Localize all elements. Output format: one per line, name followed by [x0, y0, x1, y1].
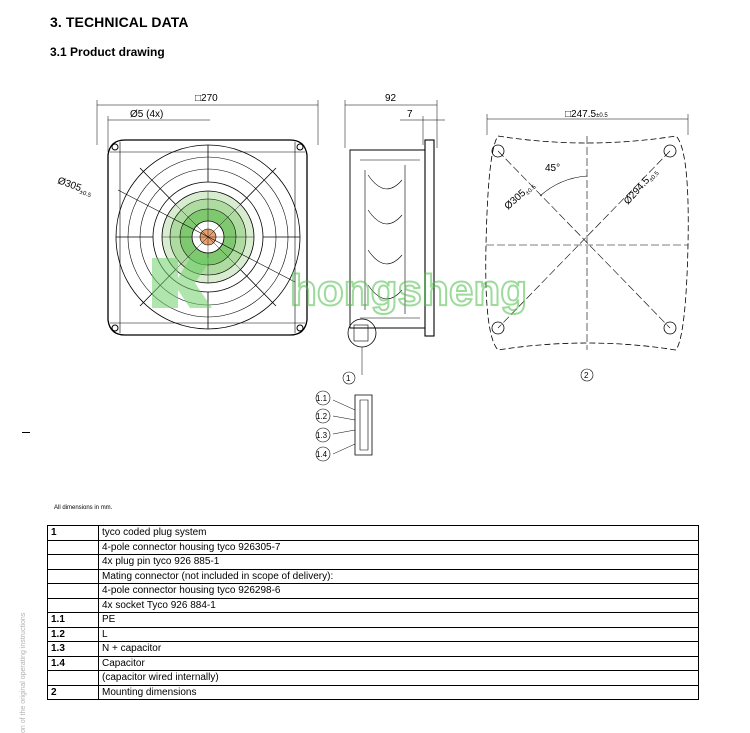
dim-mount-diam2: Ø294.5±0.5 — [622, 166, 661, 208]
dim-270: □270 — [195, 93, 218, 104]
subsection-title: 3.1 Product drawing — [50, 45, 165, 59]
table-row: 4x socket Tyco 926 884-1 — [47, 597, 699, 613]
table-row: 4x plug pin tyco 926 885-1 — [47, 554, 699, 570]
dim-92: 92 — [385, 93, 397, 104]
product-drawing: □270 Ø5 (4x) Ø305±0.5 92 7 1 1.1 1.2 1.3… — [56, 93, 689, 462]
table-row: 4-pole connector housing tyco 926305-7 — [47, 539, 699, 555]
watermark: hongsheng — [152, 258, 528, 316]
dimensions-note: All dimensions in mm. — [54, 505, 113, 511]
dim-diameter: Ø305±0.5 — [56, 175, 95, 199]
section-title: 3. TECHNICAL DATA — [50, 14, 189, 30]
dim-mount-diam1: Ø305±0.5 — [503, 179, 538, 213]
table-row: 4-pole connector housing tyco 926298-6 — [47, 583, 699, 599]
mounting-view — [485, 114, 689, 382]
side-margin-text: on of the original operating instruction… — [20, 612, 27, 733]
table-row: Mating connector (not included in scope … — [47, 568, 699, 584]
margin-mark — [22, 432, 30, 433]
dim-angle: 45° — [545, 163, 560, 174]
watermark-text: hongsheng — [290, 266, 527, 315]
callout-2: 2 — [584, 371, 589, 380]
side-view — [332, 100, 445, 456]
dim-hole: Ø5 (4x) — [130, 109, 163, 120]
callout-1: 1 — [346, 374, 351, 383]
callout-1-3: 1.3 — [316, 431, 328, 440]
callout-1-1: 1.1 — [316, 394, 328, 403]
dim-247-5: □247.5±0.5 — [565, 109, 608, 120]
callout-1-2: 1.2 — [316, 412, 328, 421]
dim-7: 7 — [407, 109, 413, 120]
front-view — [96, 100, 319, 336]
callout-1-4: 1.4 — [316, 450, 328, 459]
table-row: (capacitor wired internally) — [47, 670, 699, 686]
